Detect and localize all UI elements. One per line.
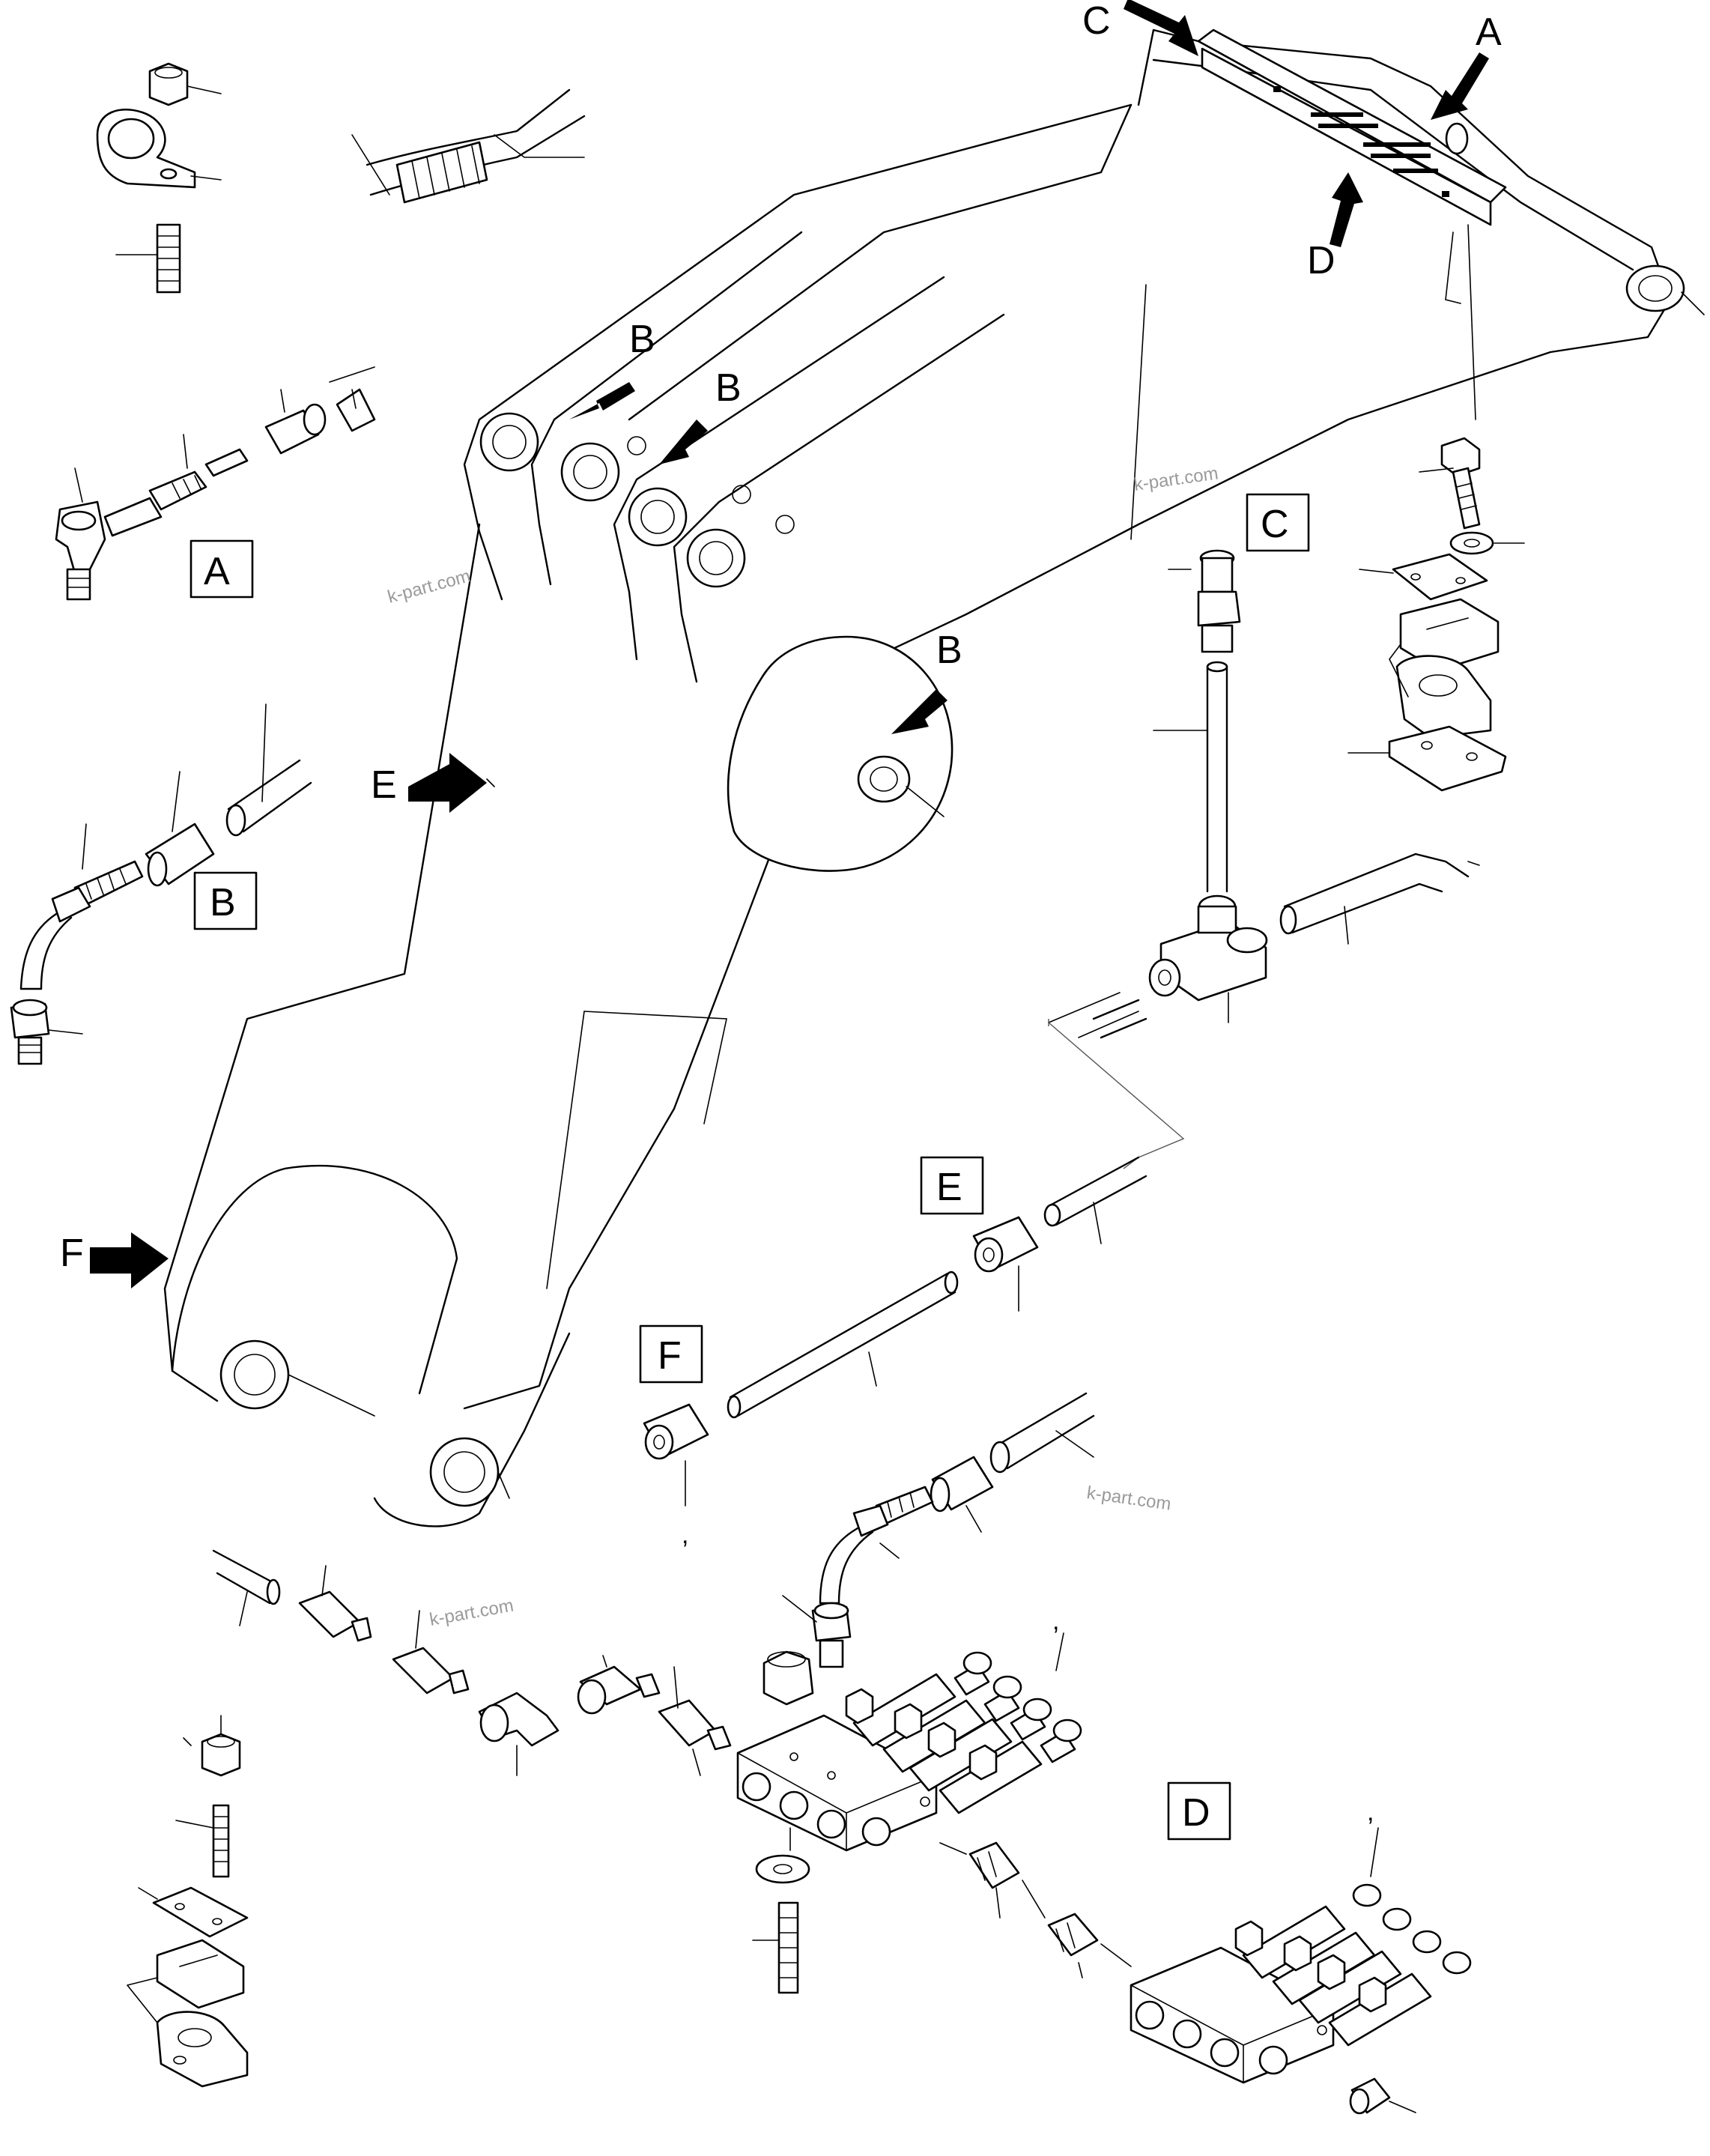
- distributor-group: ,: [736, 1392, 1132, 1994]
- spring-guard-icon: [395, 141, 488, 204]
- watermark-3: k-part.com: [1085, 1483, 1172, 1515]
- detail-a-label: A: [204, 550, 230, 593]
- callout-b-3: B: [936, 629, 962, 672]
- detail-b-group: [10, 703, 312, 1065]
- callout-e: E: [371, 763, 397, 807]
- detail-d-box: [1167, 1781, 1231, 1841]
- detail-d-label: D: [1182, 1791, 1210, 1835]
- detail-c-group: [1048, 437, 1525, 1169]
- callout-d-top: D: [1307, 239, 1335, 282]
- arrow-e-icon: [408, 753, 487, 813]
- washer-c-icon: [1449, 531, 1494, 555]
- mark-2: ,: [1052, 1607, 1059, 1635]
- arrow-f-icon: [90, 1232, 169, 1289]
- nut-c-icon: [1197, 590, 1241, 627]
- watermark-2: k-part.com: [386, 566, 473, 607]
- detail-f-group: ,: [643, 1403, 709, 1549]
- detail-d-group: ,: [1130, 1798, 1472, 2115]
- arrow-a-top-icon: [1431, 52, 1489, 120]
- callout-a-top: A: [1476, 10, 1502, 54]
- detail-c-box: [1246, 493, 1310, 552]
- detail-f-label: F: [658, 1334, 682, 1378]
- boom-assembly: [163, 28, 1705, 1527]
- detail-e-box: [920, 1156, 984, 1215]
- pipe-chain-group: [212, 1549, 732, 1776]
- callout-b-2: B: [715, 366, 742, 410]
- mark-1: ,: [682, 1521, 688, 1549]
- detail-a-box: [190, 539, 254, 599]
- washer-d-icon: [755, 1854, 810, 1884]
- arrow-b1-icon: [569, 382, 635, 420]
- detail-e-group: [727, 1156, 1147, 1419]
- nut-icon: [148, 62, 189, 106]
- detail-b-label: B: [210, 881, 236, 924]
- detail-f-box: [639, 1324, 703, 1384]
- detail-a-group: [55, 62, 586, 601]
- mark-3: ,: [1367, 1798, 1374, 1826]
- lower-clamp-group: [127, 1715, 249, 2088]
- callout-c-top: C: [1082, 0, 1111, 43]
- arrow-b3-icon: [891, 689, 948, 734]
- callout-arrows: [90, 0, 1489, 1289]
- bolt-icon: [1440, 437, 1481, 477]
- arrow-c-top-icon: [1124, 0, 1198, 56]
- detail-b-box: [193, 871, 258, 930]
- detail-c-label: C: [1261, 503, 1289, 546]
- callout-f: F: [60, 1232, 84, 1275]
- detail-e-label: E: [936, 1166, 962, 1209]
- watermark-4: k-part.com: [428, 1596, 515, 1630]
- arrow-b2-icon: [659, 420, 708, 464]
- arrow-d-top-icon: [1330, 172, 1363, 247]
- callout-b-1: B: [629, 318, 655, 361]
